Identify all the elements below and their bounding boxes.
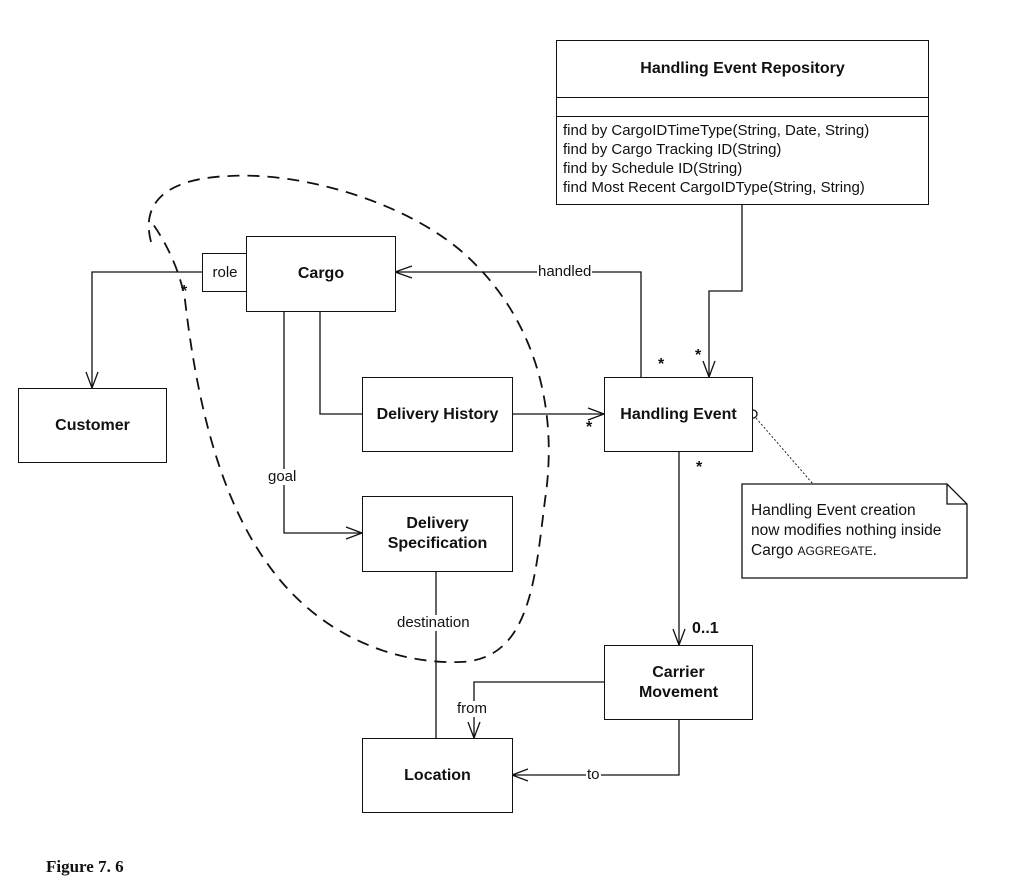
to-association-line [512,719,680,776]
note-anchor-line [755,417,814,485]
note-text-prefix: Cargo [751,542,798,559]
label-to: to [586,766,601,783]
operation: find by Schedule ID(String) [563,160,743,177]
class-carrier-movement: Carrier Movement [604,645,753,720]
figure-caption: Figure 7. 6 [46,857,124,876]
customer-association-line [91,271,203,388]
note-line: now modifies nothing inside [751,522,942,539]
label-goal: goal [267,468,298,485]
class-attributes [557,98,928,117]
class-cargo: Cargo [246,236,396,312]
class-delivery-specification: Delivery Specification [362,496,513,572]
handled-association-line [395,271,642,377]
class-delivery-history: Delivery History [362,377,513,452]
qualifier-role: role [202,253,248,292]
note-text-suffix: . [872,542,877,559]
aggregate-boundary [147,174,550,663]
label-handled: handled [537,263,593,280]
cargo-history-line [319,311,362,415]
note-fold [946,484,967,505]
multiplicity-history-event: * [586,419,593,436]
note-line: Cargo AGGREGATE. [751,541,967,561]
label-from: from [456,700,488,717]
class-title: Handling Event Repository [557,41,928,98]
class-handling-event-repository: Handling Event Repository find by CargoI… [556,40,929,205]
class-handling-event: Handling Event [604,377,753,452]
multiplicity-repository-event: * [695,347,702,364]
class-operations: find by CargoIDTimeType(String, Date, St… [557,117,928,197]
note-text-aggregate: AGGREGATE [797,544,873,558]
multiplicity-customer-role: * [181,283,188,300]
operation: find Most Recent CargoIDType(String, Str… [563,179,865,196]
repository-association-line [708,205,743,377]
multiplicity-handled-event: * [658,356,665,373]
multiplicity-event-movement-target: 0..1 [692,620,719,637]
label-destination: destination [396,614,471,631]
from-association-line [473,681,604,738]
multiplicity-event-movement-source: * [696,459,703,476]
goal-association-line [283,311,362,534]
class-location: Location [362,738,513,813]
note-line: Handling Event creation [751,502,916,519]
operation: find by CargoIDTimeType(String, Date, St… [563,122,870,139]
class-customer: Customer [18,388,167,463]
note-shape [741,483,968,579]
note-text: Handling Event creation now modifies not… [742,484,967,578]
operation: find by Cargo Tracking ID(String) [563,141,782,158]
